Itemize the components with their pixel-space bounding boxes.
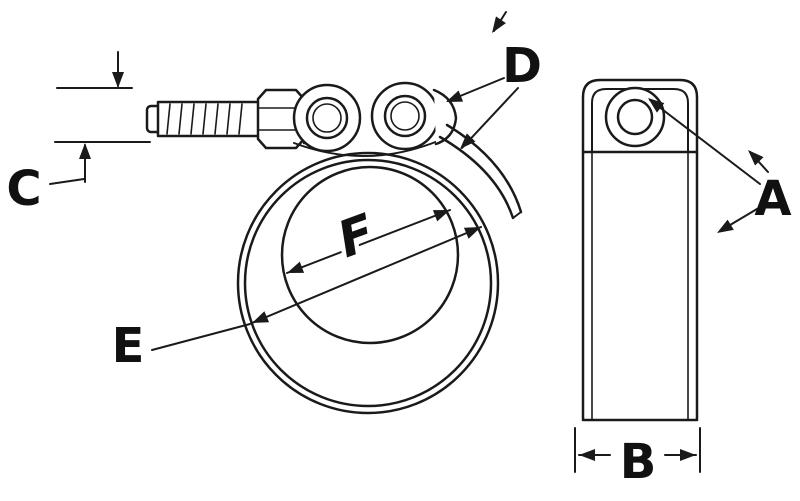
bolt-threads bbox=[166, 103, 243, 135]
dimension-d: D bbox=[446, 11, 542, 149]
dimension-e: E bbox=[112, 226, 482, 374]
band-cradle bbox=[293, 140, 439, 157]
dimension-c: C bbox=[6, 51, 151, 217]
dimension-a: A bbox=[648, 98, 792, 233]
label-b: B bbox=[620, 434, 657, 490]
clamp-band bbox=[236, 151, 500, 415]
bolt-shaft bbox=[156, 100, 264, 138]
hex-nut bbox=[256, 88, 306, 150]
bolt-assembly bbox=[145, 88, 317, 150]
label-c: C bbox=[6, 161, 41, 217]
front-view bbox=[145, 81, 523, 415]
label-d: D bbox=[502, 38, 542, 94]
hose-bore bbox=[280, 165, 460, 345]
label-f: F bbox=[330, 203, 382, 269]
label-a: A bbox=[754, 171, 791, 227]
band-tail bbox=[432, 88, 523, 220]
bolt-end-view bbox=[604, 86, 666, 148]
dimension-f: F bbox=[286, 198, 451, 274]
dimension-b: B bbox=[574, 427, 701, 490]
side-view bbox=[581, 78, 699, 422]
band-side-outline bbox=[581, 78, 699, 422]
trunnion-loops bbox=[292, 81, 440, 153]
label-e: E bbox=[112, 318, 145, 374]
